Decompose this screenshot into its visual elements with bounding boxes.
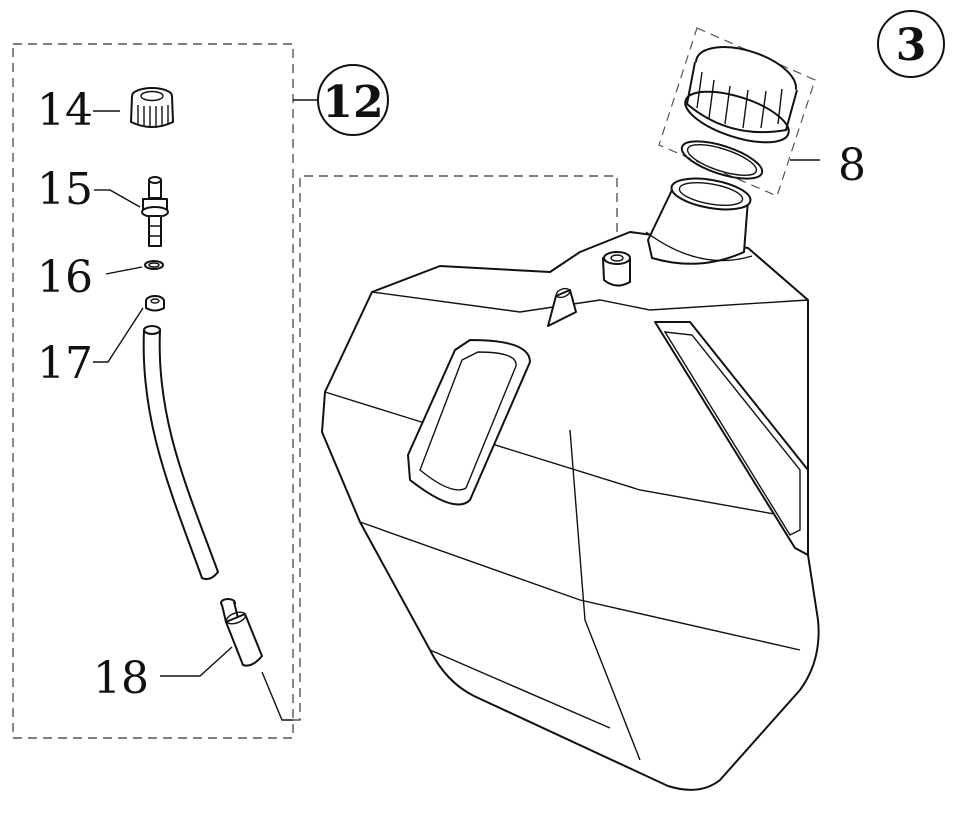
assembly-12-frame (12, 43, 618, 739)
part-15-fitting (94, 176, 169, 247)
callout-14: 14 (37, 85, 93, 136)
part-14-cap (93, 87, 174, 128)
part-18-filter (160, 598, 293, 721)
callout-16: 16 (37, 252, 93, 303)
part-16-o-ring (105, 260, 164, 275)
assembly-badge-label: 12 (322, 77, 383, 128)
figure-badge-label: 3 (896, 20, 927, 71)
assembly-badge: 12 (293, 64, 389, 136)
callout-15: 15 (37, 164, 93, 215)
hose (142, 325, 219, 581)
part-8-tank-cap (658, 27, 820, 197)
callout-8: 8 (838, 140, 866, 191)
callout-18: 18 (93, 653, 149, 704)
callout-17: 17 (37, 338, 93, 389)
tank (321, 177, 820, 791)
figure-badge: 3 (877, 10, 945, 78)
part-17-nut (93, 295, 165, 363)
